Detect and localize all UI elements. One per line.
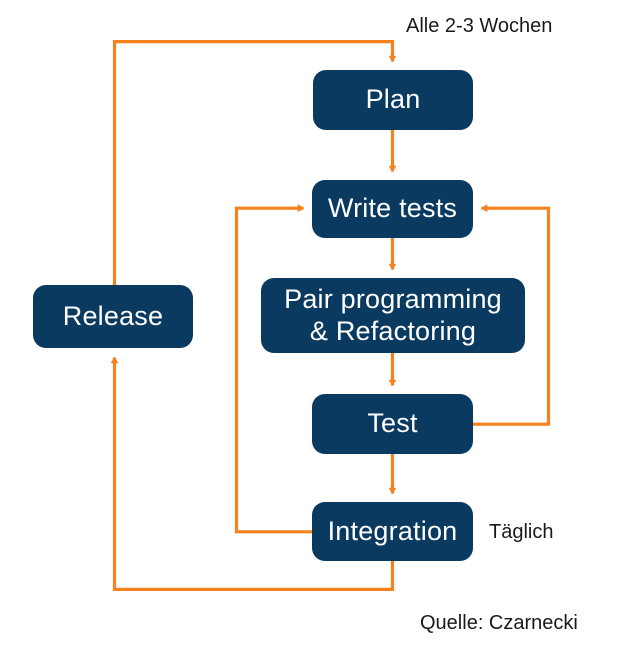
connector-release-to-plan [112,40,397,285]
node-release[interactable]: Release [33,285,193,348]
caption-source: Quelle: Czarnecki [420,612,578,634]
caption-iteration-cadence: Alle 2-3 Wochen [406,15,553,37]
connector-test-to-write-tests [473,204,551,426]
node-plan[interactable]: Plan [313,70,473,130]
node-pair-programming-refactoring-label: Pair programming & Refactoring [284,283,502,346]
node-write-tests-label: Write tests [327,193,458,224]
node-plan-label: Plan [365,84,421,115]
node-release-label: Release [62,300,164,331]
connector-integration-to-release [110,356,395,591]
connector-integration-to-write-tests [234,204,312,534]
node-integration[interactable]: Integration [312,502,473,561]
node-test-label: Test [367,408,418,439]
caption-daily-cadence: Täglich [489,521,554,543]
node-pair-programming-refactoring[interactable]: Pair programming & Refactoring [261,278,525,353]
node-write-tests[interactable]: Write tests [312,180,473,238]
node-integration-label: Integration [327,515,458,546]
node-test[interactable]: Test [312,394,473,454]
